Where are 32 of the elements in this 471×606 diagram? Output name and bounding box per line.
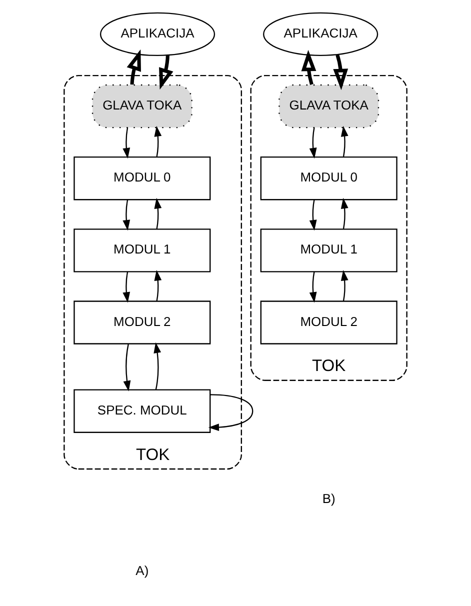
node-box: SPEC. MODUL	[74, 389, 211, 433]
arrow	[122, 200, 130, 231]
node-box: GLAVA TOKA	[278, 84, 380, 128]
arrow	[122, 128, 130, 159]
arrow	[333, 54, 348, 90]
arrow	[309, 128, 317, 159]
node-ellipse: APLIKACIJA	[263, 12, 378, 56]
arrow	[340, 126, 348, 157]
arrow	[208, 394, 254, 432]
node-box: MODUL 0	[260, 156, 398, 200]
arrow	[159, 55, 174, 90]
arrow	[309, 200, 317, 231]
arrow	[154, 126, 162, 157]
node-ellipse: APLIKACIJA	[100, 12, 216, 56]
node-box: MODUL 2	[260, 300, 398, 344]
node-box: MODUL 0	[74, 156, 211, 200]
arrow	[126, 49, 141, 85]
node-box: MODUL 2	[74, 300, 211, 344]
arrow	[340, 198, 348, 229]
node-box: GLAVA TOKA	[92, 84, 192, 128]
arrow	[154, 270, 162, 302]
arrow	[154, 342, 162, 390]
label: B)	[322, 491, 336, 506]
node-box: MODUL 1	[74, 228, 211, 272]
arrow	[154, 198, 162, 229]
arrow	[309, 272, 317, 303]
arrow	[122, 272, 130, 303]
arrow	[340, 270, 348, 302]
arrow	[123, 344, 131, 392]
label: A)	[136, 563, 149, 578]
node-box: MODUL 1	[260, 228, 398, 272]
arrow	[301, 50, 316, 86]
